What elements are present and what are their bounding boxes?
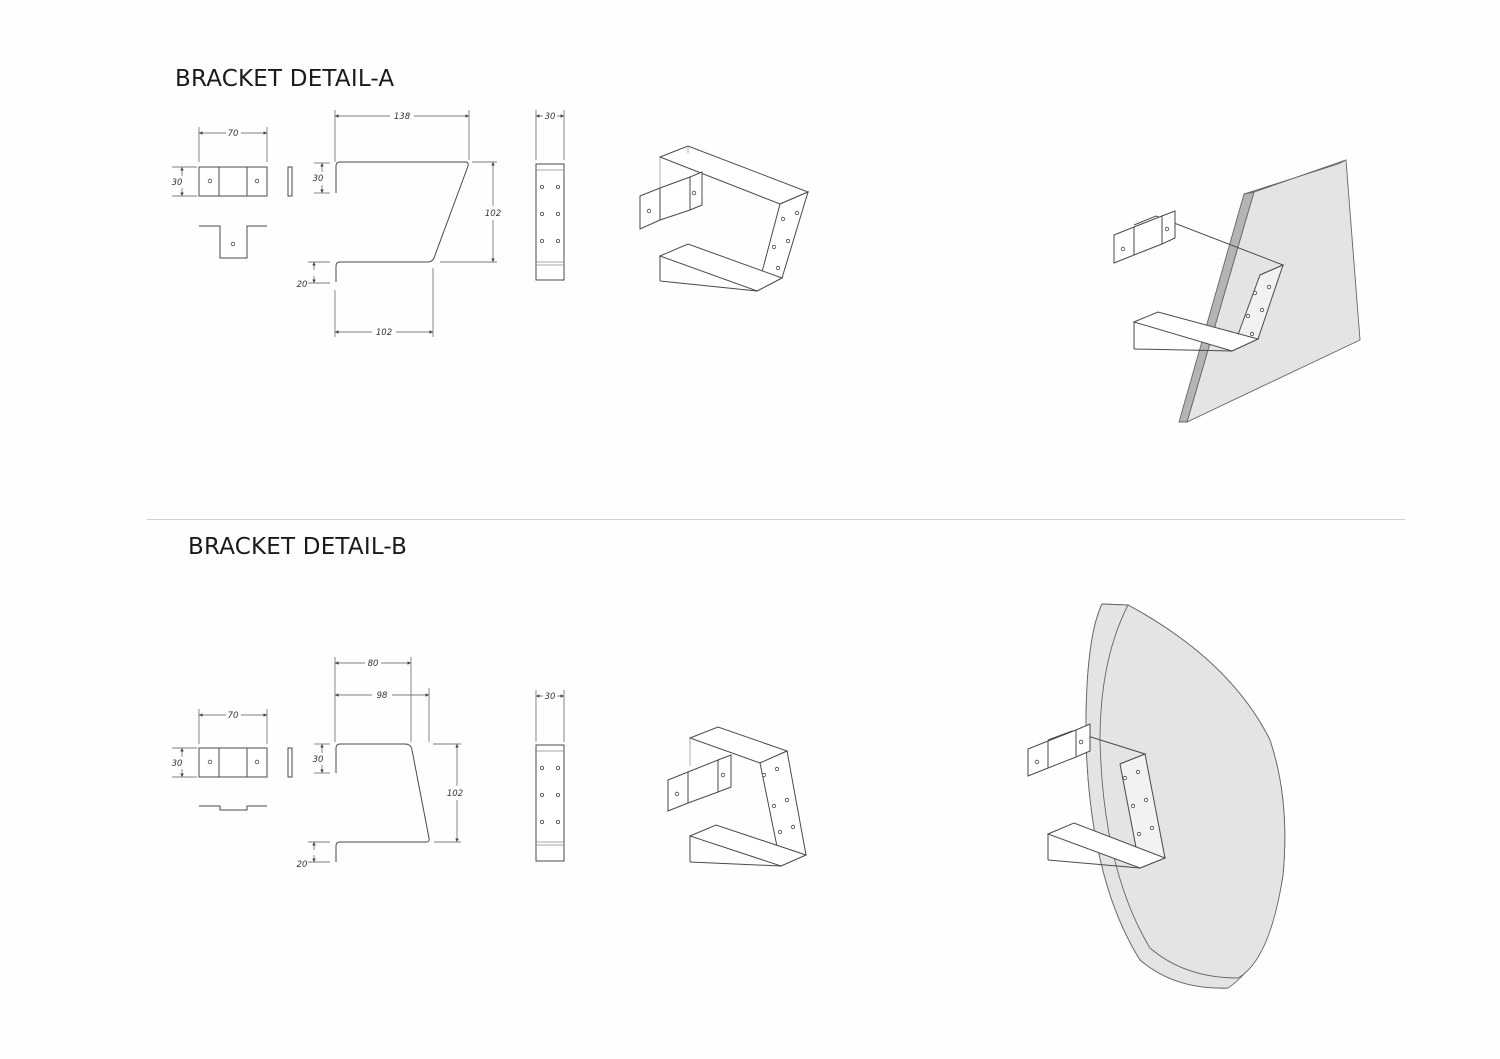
section-divider xyxy=(147,519,1405,520)
detail-b-side-view: 30 xyxy=(535,690,565,862)
detail-a-profile: 138 30 102 20 102 xyxy=(297,110,501,338)
dim-a-bottom-left: 20 xyxy=(297,280,308,290)
dim-a-side-width: 30 xyxy=(545,112,556,122)
detail-b-curved-wall-assembly xyxy=(1027,603,1286,989)
dim-b-plate-width: 70 xyxy=(228,711,239,721)
dim-a-top-length: 138 xyxy=(394,112,411,122)
detail-b-profile: 80 98 30 102 20 xyxy=(297,657,463,870)
detail-a-front-plate: 70 30 xyxy=(172,127,293,259)
detail-b-isometric xyxy=(667,726,808,867)
dim-b-top-length: 98 xyxy=(377,691,388,701)
dim-b-bottom-left: 20 xyxy=(297,860,308,870)
dim-b-plate-height: 30 xyxy=(172,759,183,769)
dim-a-plate-height: 30 xyxy=(172,178,183,188)
detail-b-front-plate: 70 30 xyxy=(172,709,293,811)
section-a-title: BRACKET DETAIL-A xyxy=(175,66,395,92)
dim-a-left-top: 30 xyxy=(313,174,324,184)
detail-a-side-view: 30 xyxy=(535,110,565,281)
dim-b-side-width: 30 xyxy=(545,692,556,702)
dim-a-bottom-length: 102 xyxy=(376,328,392,338)
dim-a-plate-width: 70 xyxy=(228,129,239,139)
detail-a-wall-assembly xyxy=(1113,159,1361,423)
section-b-title: BRACKET DETAIL-B xyxy=(188,534,408,560)
dim-a-height: 102 xyxy=(485,209,501,219)
dim-b-top-inner: 80 xyxy=(368,659,379,669)
detail-a-isometric xyxy=(639,145,810,292)
dim-b-left-top: 30 xyxy=(313,755,324,765)
dim-b-height: 102 xyxy=(447,789,463,799)
